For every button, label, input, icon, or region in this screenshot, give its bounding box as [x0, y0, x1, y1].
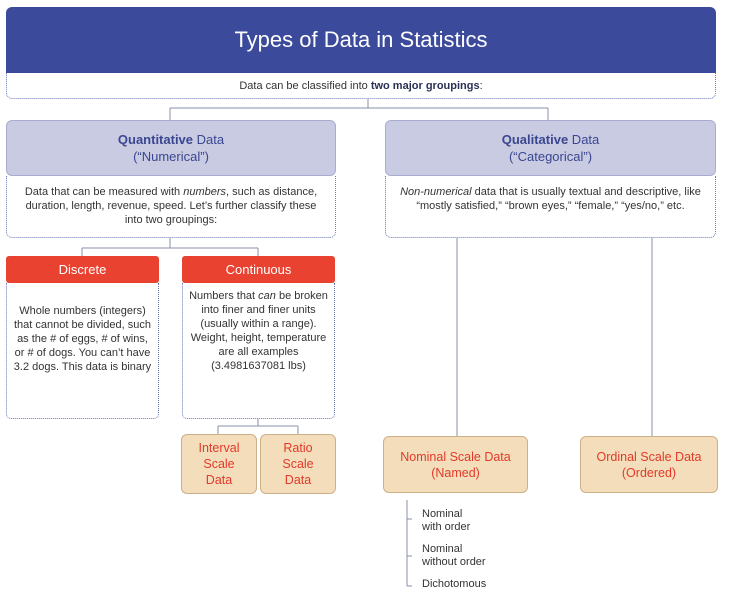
nominal-type-line2: with order: [422, 521, 471, 533]
quantitative-header: Quantitative Data (“Numerical”): [6, 120, 336, 176]
subtitle-text: Data can be classified into two major gr…: [239, 80, 482, 92]
quantitative-desc-after: , such as distance, duration, length, re…: [25, 186, 318, 226]
quantitative-subtitle: (“Numerical”): [133, 149, 209, 164]
quantitative-desc-italic: numbers: [183, 186, 227, 198]
continuous-header: Continuous: [182, 256, 335, 283]
discrete-header: Discrete: [6, 256, 159, 283]
nominal-type-item: Nominal without order: [422, 543, 486, 569]
continuous-label: Continuous: [225, 262, 292, 277]
title-text: Types of Data in Statistics: [234, 27, 488, 52]
ordinal-scale-box: Ordinal Scale Data (Ordered): [580, 436, 718, 493]
nominal-type-line2: without order: [422, 556, 486, 568]
quantitative-desc-before: Data that can be measured with: [24, 186, 184, 198]
ratio-line3: Data: [284, 473, 312, 487]
interval-line3: Data: [205, 473, 233, 487]
discrete-desc: Whole numbers (integers) that cannot be …: [6, 283, 159, 419]
qualitative-desc-after: data that is usually textual and descrip…: [416, 186, 701, 212]
qualitative-title: Qualitative Data: [386, 131, 715, 148]
nominal-scale-text: Nominal Scale Data (Named): [400, 449, 510, 481]
continuous-desc-after: be broken into finer and finer units (us…: [190, 290, 328, 372]
ratio-scale-box: Ratio Scale Data: [260, 434, 336, 494]
discrete-label: Discrete: [58, 262, 107, 277]
subtitle-before: Data can be classified into: [239, 79, 371, 92]
ordinal-line1: Ordinal Scale Data: [596, 449, 702, 464]
ordinal-line2: (Ordered): [621, 465, 677, 480]
nominal-type-item: Dichotomous: [422, 578, 486, 591]
nominal-line2: (Named): [431, 465, 480, 480]
ratio-line2: Scale: [282, 457, 314, 471]
ratio-scale-text: Ratio Scale Data: [282, 440, 313, 488]
nominal-type-item: Nominal with order: [422, 508, 470, 534]
interval-line2: Scale: [203, 457, 235, 471]
quantitative-desc: Data that can be measured with numbers, …: [6, 176, 336, 238]
nominal-scale-box: Nominal Scale Data (Named): [383, 436, 528, 493]
qualitative-title-rest: Data: [568, 132, 600, 147]
nominal-type-line1: Nominal: [422, 508, 463, 520]
continuous-desc-italic: can: [258, 290, 276, 302]
ordinal-scale-text: Ordinal Scale Data (Ordered): [597, 449, 702, 481]
interval-line1: Interval: [198, 441, 240, 455]
qualitative-header: Qualitative Data (“Categorical”): [385, 120, 716, 176]
quantitative-title-bold: Quantitative: [117, 132, 194, 147]
discrete-desc-text: Whole numbers (integers) that cannot be …: [13, 305, 152, 373]
interval-scale-box: Interval Scale Data: [181, 434, 257, 494]
subtitle-box: Data can be classified into two major gr…: [6, 73, 716, 99]
nominal-type-line1: Nominal: [422, 543, 463, 555]
continuous-desc-before: Numbers that: [189, 290, 259, 302]
continuous-desc: Numbers that can be broken into finer an…: [182, 283, 335, 419]
qualitative-subtitle: (“Categorical”): [508, 149, 593, 164]
interval-scale-text: Interval Scale Data: [199, 440, 240, 488]
subtitle-bold: two major groupings: [370, 79, 480, 92]
quantitative-title: Quantitative Data: [7, 131, 335, 148]
qualitative-desc-italic: Non-numerical: [400, 186, 472, 198]
nominal-type-line1: Dichotomous: [422, 578, 487, 590]
quantitative-title-rest: Data: [193, 132, 225, 147]
ratio-line1: Ratio: [283, 441, 313, 455]
qualitative-desc: Non-numerical data that is usually textu…: [385, 176, 716, 238]
subtitle-after: :: [479, 79, 483, 92]
qualitative-title-bold: Qualitative: [501, 132, 569, 147]
nominal-line1: Nominal Scale Data: [400, 449, 511, 464]
page-title: Types of Data in Statistics: [6, 7, 716, 73]
